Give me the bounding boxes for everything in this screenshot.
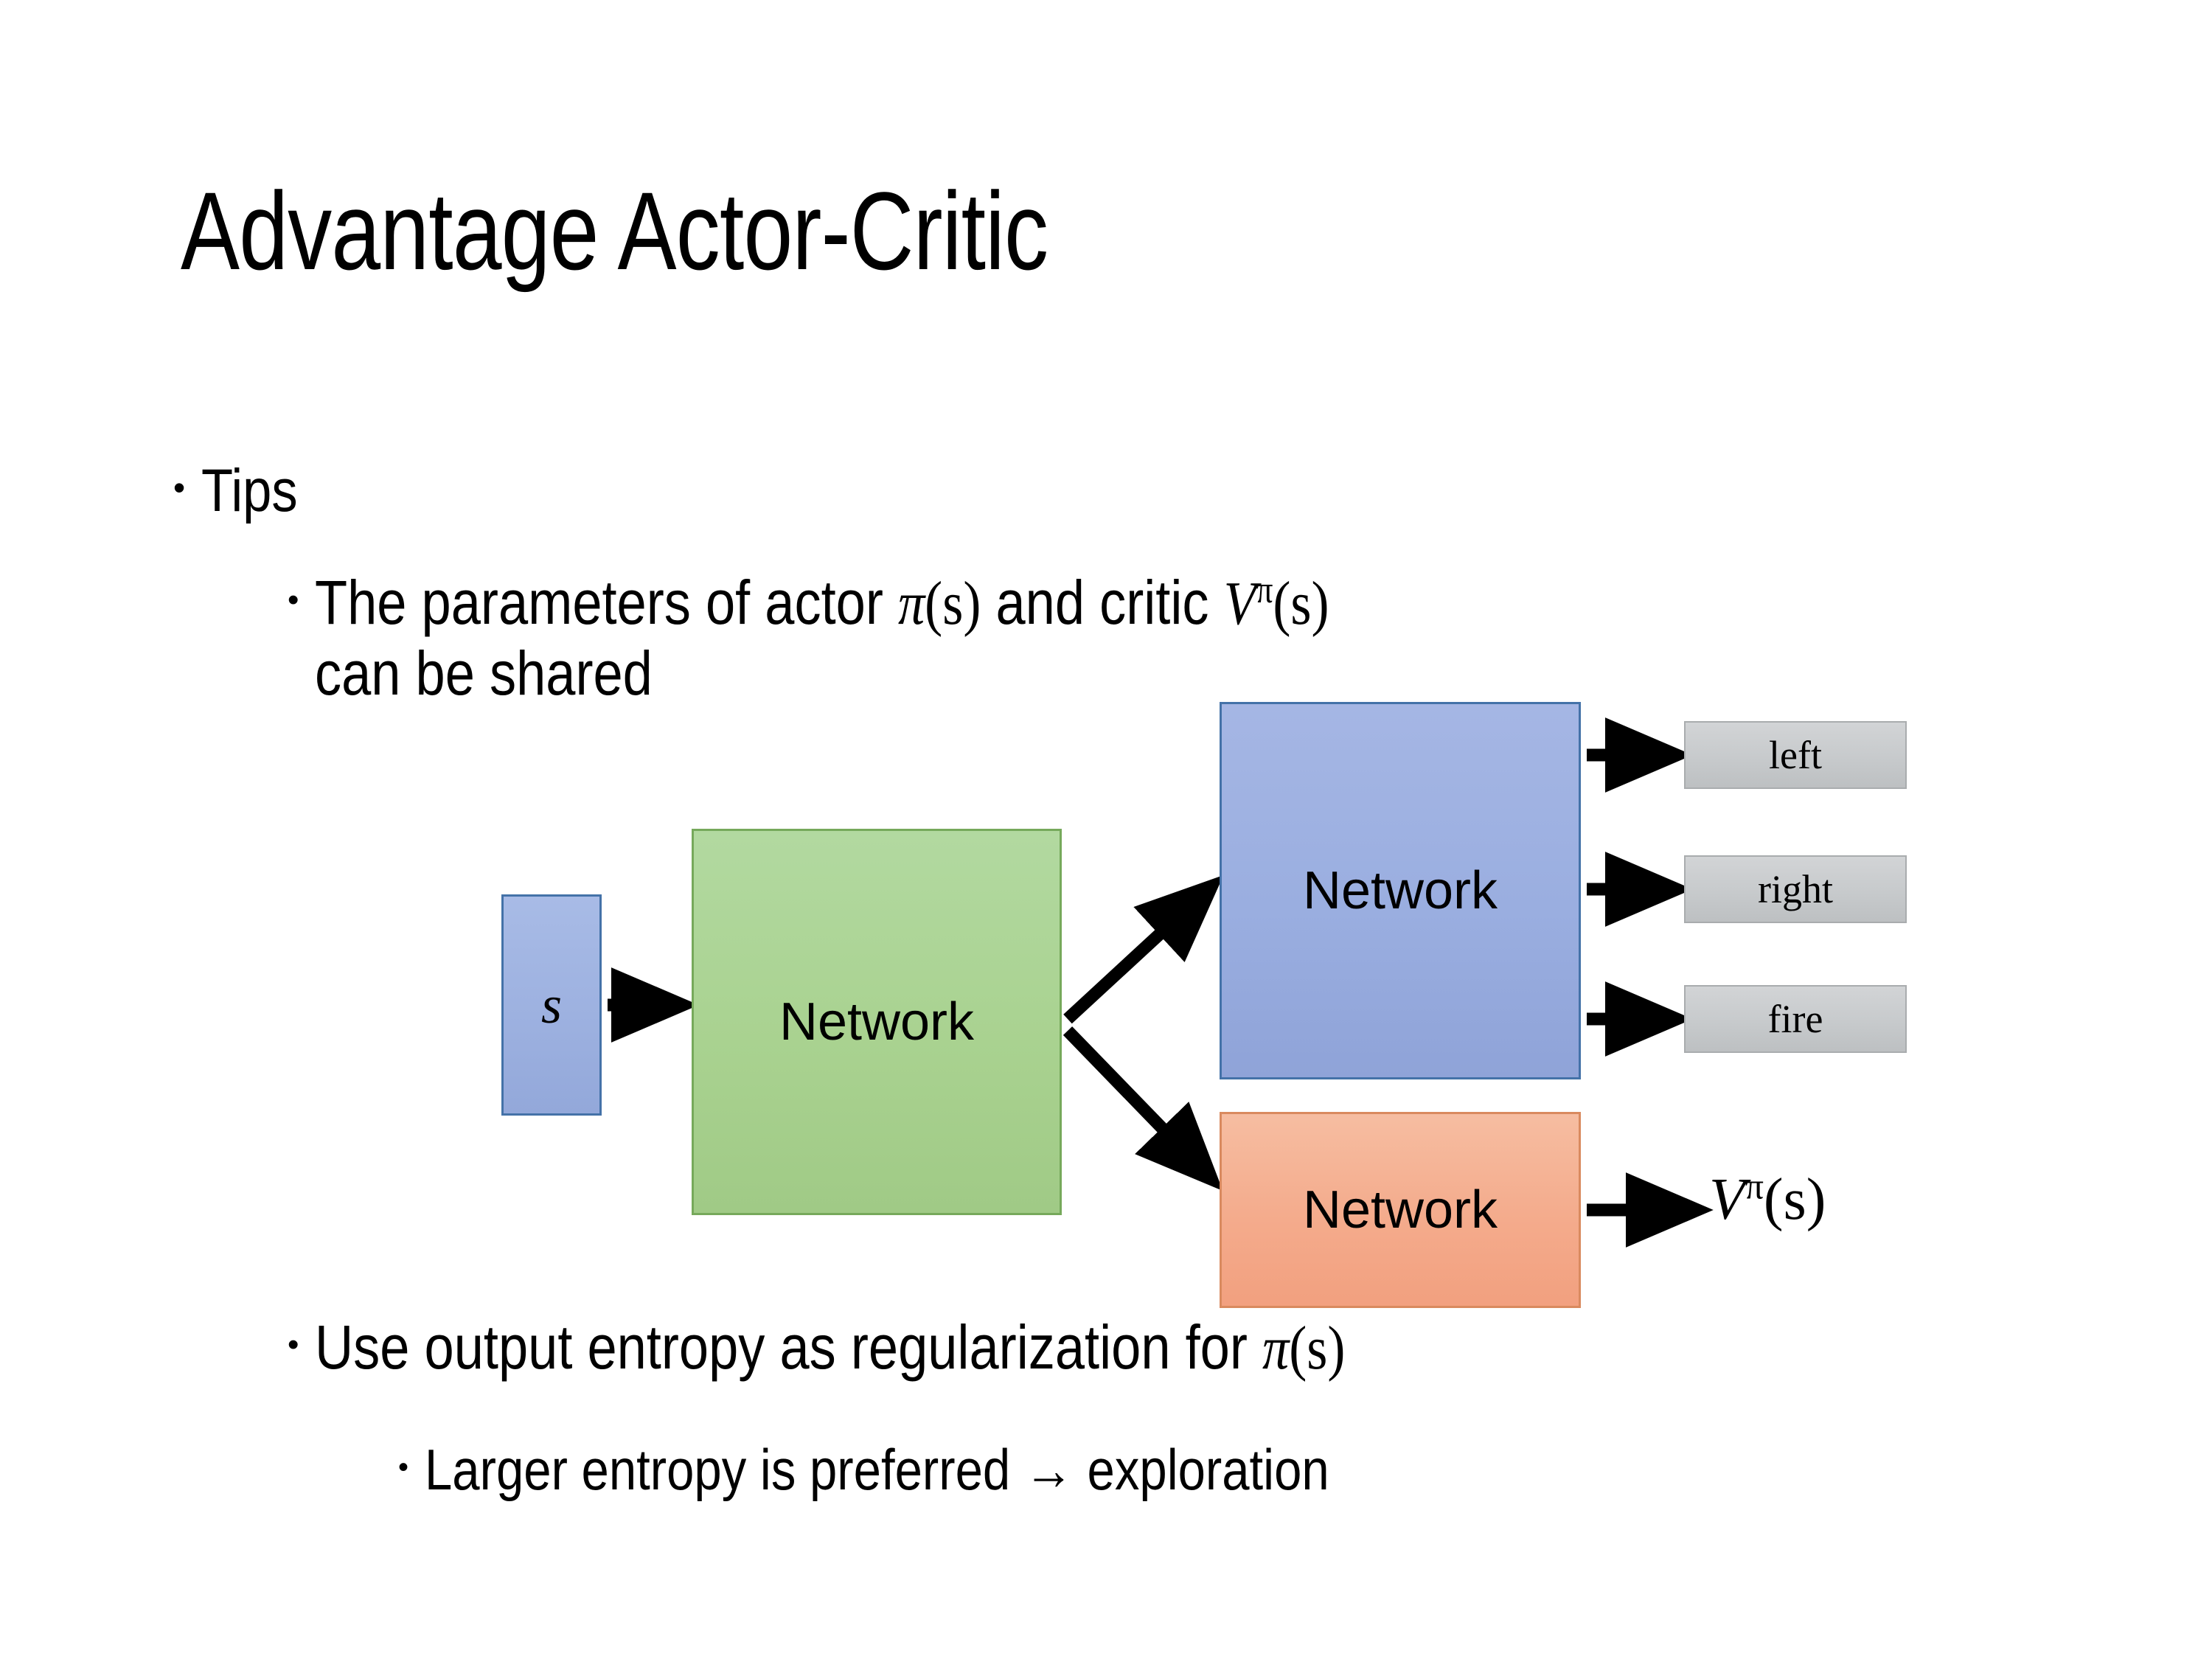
action-output-left: left bbox=[1684, 721, 1907, 789]
action-output-left-label: left bbox=[1769, 733, 1822, 777]
value-output-label: Vπ(s) bbox=[1709, 1166, 1826, 1234]
arrow-shared-to-actor bbox=[1063, 874, 1224, 1024]
v-argument: (s) bbox=[1273, 569, 1330, 638]
bullet-parameters-middle: and critic bbox=[981, 568, 1225, 637]
bullet-parameters-line2: can be shared bbox=[315, 639, 653, 709]
bullet-marker: • bbox=[288, 1326, 299, 1363]
pi-symbol: π bbox=[898, 569, 925, 638]
value-output-superscript: π bbox=[1745, 1166, 1764, 1207]
bullet-larger-entropy: • Larger entropy is preferred → explorat… bbox=[398, 1437, 1476, 1502]
critic-network-node: Network bbox=[1220, 1112, 1581, 1308]
page-title: Advantage Actor-Critic bbox=[181, 169, 1048, 293]
value-output-symbol: V bbox=[1709, 1167, 1745, 1232]
bullet-larger-entropy-label: Larger entropy is preferred → exploratio… bbox=[425, 1437, 1329, 1502]
pi-argument: (s) bbox=[1289, 1314, 1346, 1382]
action-output-fire-label: fire bbox=[1767, 997, 1823, 1041]
action-output-right: right bbox=[1684, 855, 1907, 923]
shared-network-label: Network bbox=[779, 992, 975, 1051]
shared-network-node: Network bbox=[692, 829, 1062, 1215]
input-state-label: s bbox=[540, 975, 563, 1034]
actor-network-node: Network bbox=[1220, 702, 1581, 1079]
value-output-argument: (s) bbox=[1763, 1167, 1826, 1232]
critic-network-label: Network bbox=[1302, 1180, 1498, 1239]
action-output-right-label: right bbox=[1758, 867, 1833, 911]
bullet-tips: • Tips bbox=[173, 457, 313, 525]
bullet-entropy-regularization: • Use output entropy as regularization f… bbox=[288, 1312, 1513, 1383]
bullet-marker: • bbox=[398, 1451, 409, 1484]
pi-symbol: π bbox=[1262, 1314, 1290, 1382]
action-output-fire: fire bbox=[1684, 985, 1907, 1053]
bullet-tips-label: Tips bbox=[201, 457, 298, 524]
bullet-marker: • bbox=[173, 468, 186, 507]
bullet-parameters-shared: • The parameters of actor π(s) and criti… bbox=[288, 568, 1495, 708]
v-symbol: V bbox=[1224, 569, 1257, 638]
bullet-marker: • bbox=[288, 582, 299, 618]
actor-network-label: Network bbox=[1302, 861, 1498, 920]
arrow-shared-to-critic bbox=[1062, 1026, 1223, 1192]
bullet-parameters-prefix: The parameters of actor bbox=[315, 568, 899, 637]
pi-argument: (s) bbox=[925, 569, 981, 638]
bullet-entropy-prefix: Use output entropy as regularization for bbox=[315, 1312, 1263, 1382]
input-state-node: s bbox=[501, 894, 602, 1116]
v-superscript-pi: π bbox=[1256, 569, 1273, 611]
